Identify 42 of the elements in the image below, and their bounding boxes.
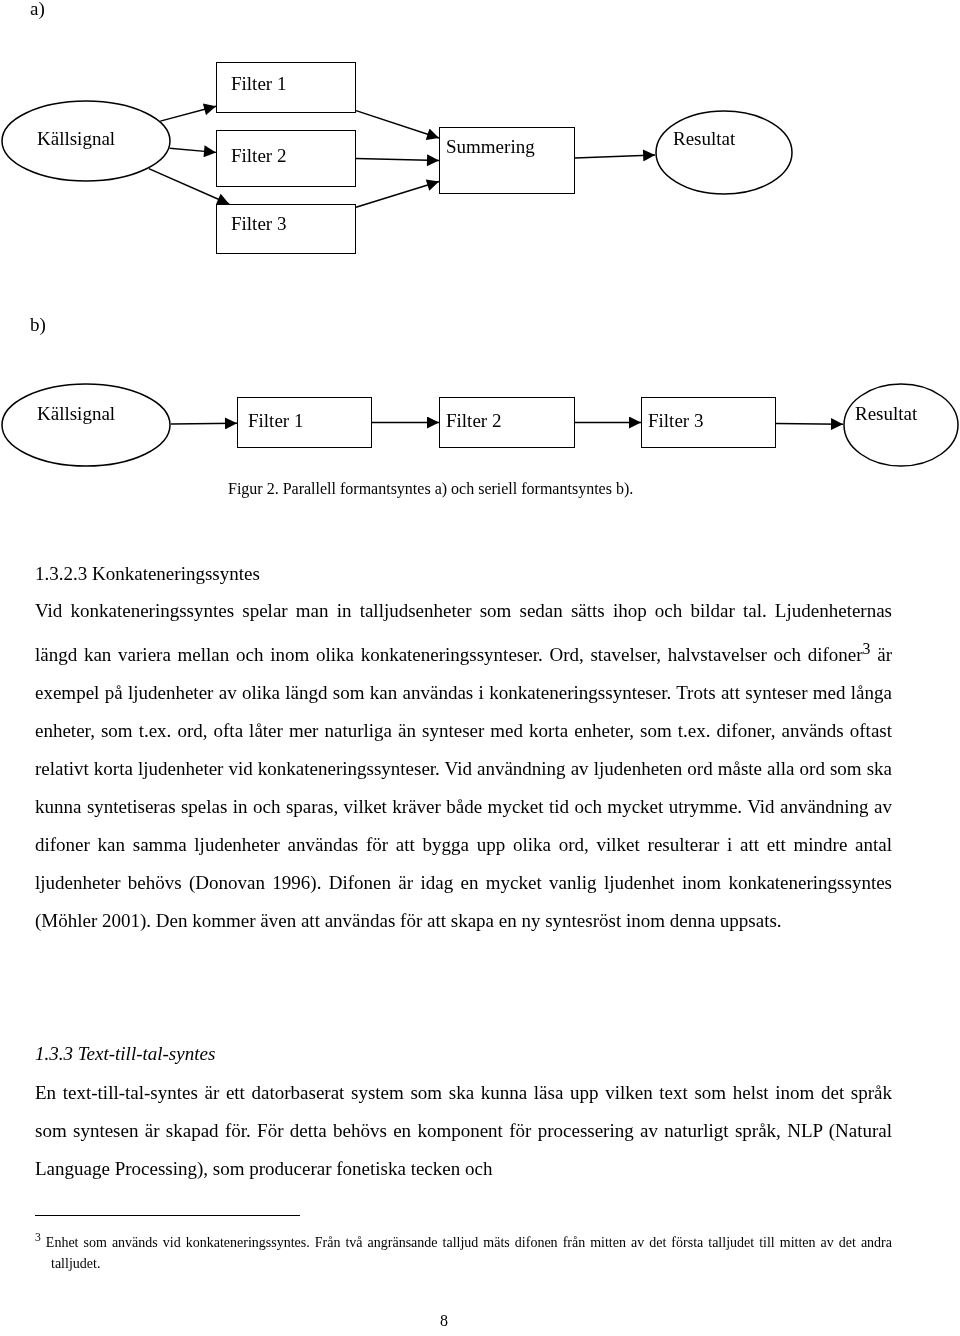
node-label: Filter 2 [446,410,502,432]
arrow [775,418,844,431]
oval-node [1,100,171,182]
paragraph: Vid konkateneringssyntes spelar man in talljudsenheter som sedan sätts ihop och bildar tal. Ljudenheternas längd kan variera mellan och inom olika konkateneringssynteser. Ord, stavelser, halvstavelser och difoner$^{3}$ är exempel på ljudenheter av olika längd som kan användas i konkateneringssynteser. Trots att synteser med långa enheter, som t.ex. ord, ofta låter mer naturliga än synteser med korta enheter, som t.ex. difoner, används oftast relativt korta ljudenheter vid konkateneringssynteser. Vid användning av ljudenheten ord måste alla ord som ska kunna syntetiseras spelas in och sparas, vilket kräver både mycket tid och mycket utrymme. Vid användning av difoner kan samma ljudenheter användas för att bygga upp olika ord, vilket resulterar i att ett mindre antal ljudenheter behövs (Donovan 1996). Difonen är idag en mycket vanlig ljudenhet inom konkateneringssyntes (Möhler 2001). Den kommer även att användas för att skapa en ny syntesröst inom denna uppsats. [35,599,892,934]
footnote: $^{3}$ Enhet som används vid konkateneringssyntes. Från två angränsande talljud mäts difonen från mitten av det första talljudet till mitten av det andra talljudet. [35,1230,892,1273]
panel-label: a) [30,0,45,20]
figure-caption: Figur 2. Parallell formantsyntes a) och seriell formantsyntes b). [228,480,634,498]
paragraph: En text-till-tal-syntes är ett datorbaserat system som ska kunna läsa upp vilken text som helst inom det språk som syntesen är skapad för. För detta behövs en komponent för processering av naturligt språk, NLP (Natural Language Processing), som producerar fonetiska tecken och [35,1081,892,1181]
section-heading: 1.3.3 Text-till-tal-syntes [35,1043,216,1065]
node-label: Filter 1 [231,73,287,95]
oval-node [655,110,793,195]
oval-node [1,383,171,467]
node-label: Resultat [673,128,736,150]
arrow [355,109,440,140]
process-box [439,127,575,194]
arrow [574,416,642,429]
arrow [371,416,440,429]
process-box [237,397,372,448]
arrow [168,145,217,158]
arrow [355,179,440,209]
arrow [148,167,230,205]
process-box [216,204,356,254]
node-label: Filter 3 [648,410,704,432]
arrow [574,149,656,162]
process-box [439,397,575,448]
node-label: Filter 2 [231,145,287,167]
process-box [216,62,356,113]
process-box [216,130,356,187]
section-heading: 1.3.2.3 Konkateneringssyntes [35,563,260,585]
node-label: Källsignal [37,403,116,425]
arrow [355,154,440,167]
node-label: Summering [446,136,535,158]
node-label: Källsignal [37,128,116,150]
panel-label: b) [30,314,46,336]
node-label: Filter 3 [231,213,287,235]
page-number: 8 [440,1312,448,1330]
process-box [641,397,776,448]
node-label: Filter 1 [248,410,304,432]
arrow [170,417,238,430]
node-label: Resultat [855,403,918,425]
arrow [159,103,217,122]
oval-node [843,383,959,467]
